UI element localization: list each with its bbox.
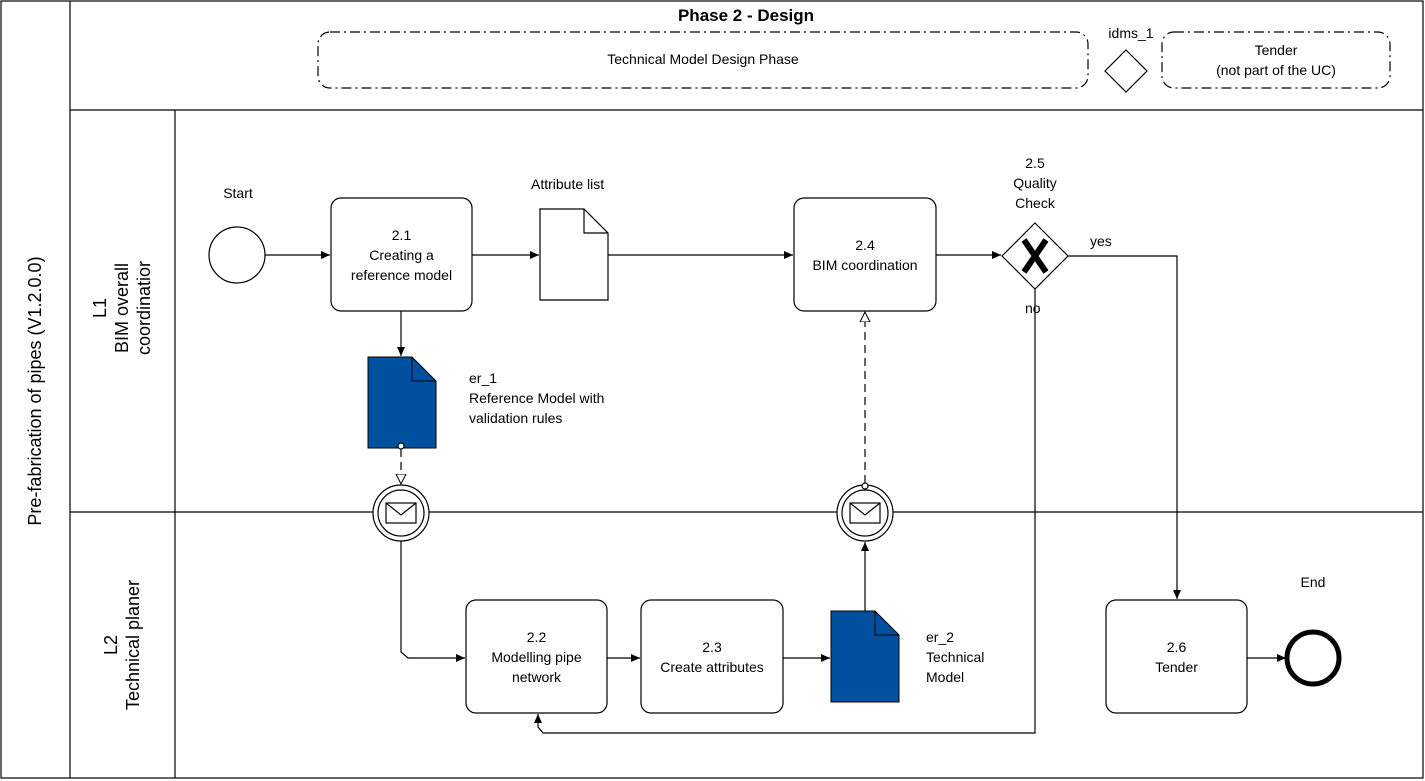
sequence-flows xyxy=(265,251,1286,734)
task-2-4-line1: BIM coordination xyxy=(812,256,918,273)
lane-2-label: L2 Technical planer xyxy=(100,545,144,745)
lane-1-label: L1 BIM overall coordinatior xyxy=(89,208,155,408)
task-2-3 xyxy=(640,599,784,714)
lane-1-line1: L1 xyxy=(90,297,110,319)
er2-id: er_2 xyxy=(926,629,955,645)
tender-group-label: Tender (not part of the UC) xyxy=(1162,32,1390,88)
tender-group xyxy=(1161,31,1391,89)
tender-group-line2: (not part of the UC) xyxy=(1216,62,1336,78)
er1-id: er_1 xyxy=(469,370,498,386)
lane-1-line3: coordinatior xyxy=(134,260,154,356)
phase-title: Phase 2 - Design xyxy=(677,6,815,25)
task-2-2-line2: network xyxy=(511,668,562,685)
idms-label: idms_1 xyxy=(1108,25,1154,41)
task-2-1-num: 2.1 xyxy=(391,226,412,243)
pool-title: Pre-fabrication of pipes (V1.2.0.0) xyxy=(25,256,45,526)
task-2-6-num: 2.6 xyxy=(1166,638,1187,655)
exclusive-x-icon xyxy=(1021,238,1049,274)
gateway-line1: Quality xyxy=(1013,175,1057,191)
attribute-list-doc xyxy=(539,208,609,301)
task-2-3-line1: Create attributes xyxy=(660,658,764,675)
task-2-3-label: 2.3 Create attributes xyxy=(641,600,783,713)
gateway-num: 2.5 xyxy=(1025,155,1045,171)
attribute-list-label: Attribute list xyxy=(531,176,605,192)
er2-doc xyxy=(830,610,900,703)
task-2-2-num: 2.2 xyxy=(526,628,547,645)
idms-gateway-shape xyxy=(1104,49,1148,93)
tender-group-line1: Tender xyxy=(1254,42,1298,58)
message-event-right xyxy=(836,484,894,542)
end-label: End xyxy=(1300,574,1326,590)
er1-label: er_1 Reference Model with validation rul… xyxy=(469,368,604,428)
design-phase-label: Technical Model Design Phase xyxy=(607,51,799,67)
task-2-2 xyxy=(465,599,608,714)
task-2-1-label: 2.1 Creating a reference model xyxy=(331,198,472,311)
gateway-title: 2.5 Quality Check xyxy=(985,153,1085,213)
er1-line1: Reference Model with xyxy=(469,390,605,406)
task-2-4-label: 2.4 BIM coordination xyxy=(794,198,936,311)
design-phase-group xyxy=(317,31,1089,89)
task-2-6-line1: Tender xyxy=(1155,658,1198,675)
message-event-left xyxy=(372,484,430,542)
lane-2-line2: Technical planer xyxy=(123,579,143,711)
er2-label: er_2 Technical Model xyxy=(926,627,984,687)
lane-1-line2: BIM overall xyxy=(112,262,132,354)
task-2-3-num: 2.3 xyxy=(702,638,722,655)
er2-line1: Technical xyxy=(926,649,985,665)
start-event xyxy=(208,226,266,284)
task-2-2-line1: Modelling pipe xyxy=(491,648,582,665)
message-flows xyxy=(398,312,868,490)
er1-doc xyxy=(367,356,437,449)
lane-2-line1: L2 xyxy=(101,634,121,656)
task-2-6 xyxy=(1105,599,1248,714)
gateway-no-label: no xyxy=(1025,300,1041,316)
task-2-1-line2: reference model xyxy=(350,266,453,283)
er1-line2: validation rules xyxy=(469,410,563,426)
task-2-4-num: 2.4 xyxy=(855,236,875,253)
start-label: Start xyxy=(223,185,253,201)
task-2-6-label: 2.6 Tender xyxy=(1106,600,1247,713)
task-2-2-label: 2.2 Modelling pipe network xyxy=(466,600,607,713)
er2-line2: Model xyxy=(926,669,965,685)
task-2-1-line1: Creating a xyxy=(369,246,434,263)
gateway-yes-label: yes xyxy=(1090,233,1112,249)
gateway-line2: Check xyxy=(1015,195,1055,211)
end-event xyxy=(1284,629,1342,687)
